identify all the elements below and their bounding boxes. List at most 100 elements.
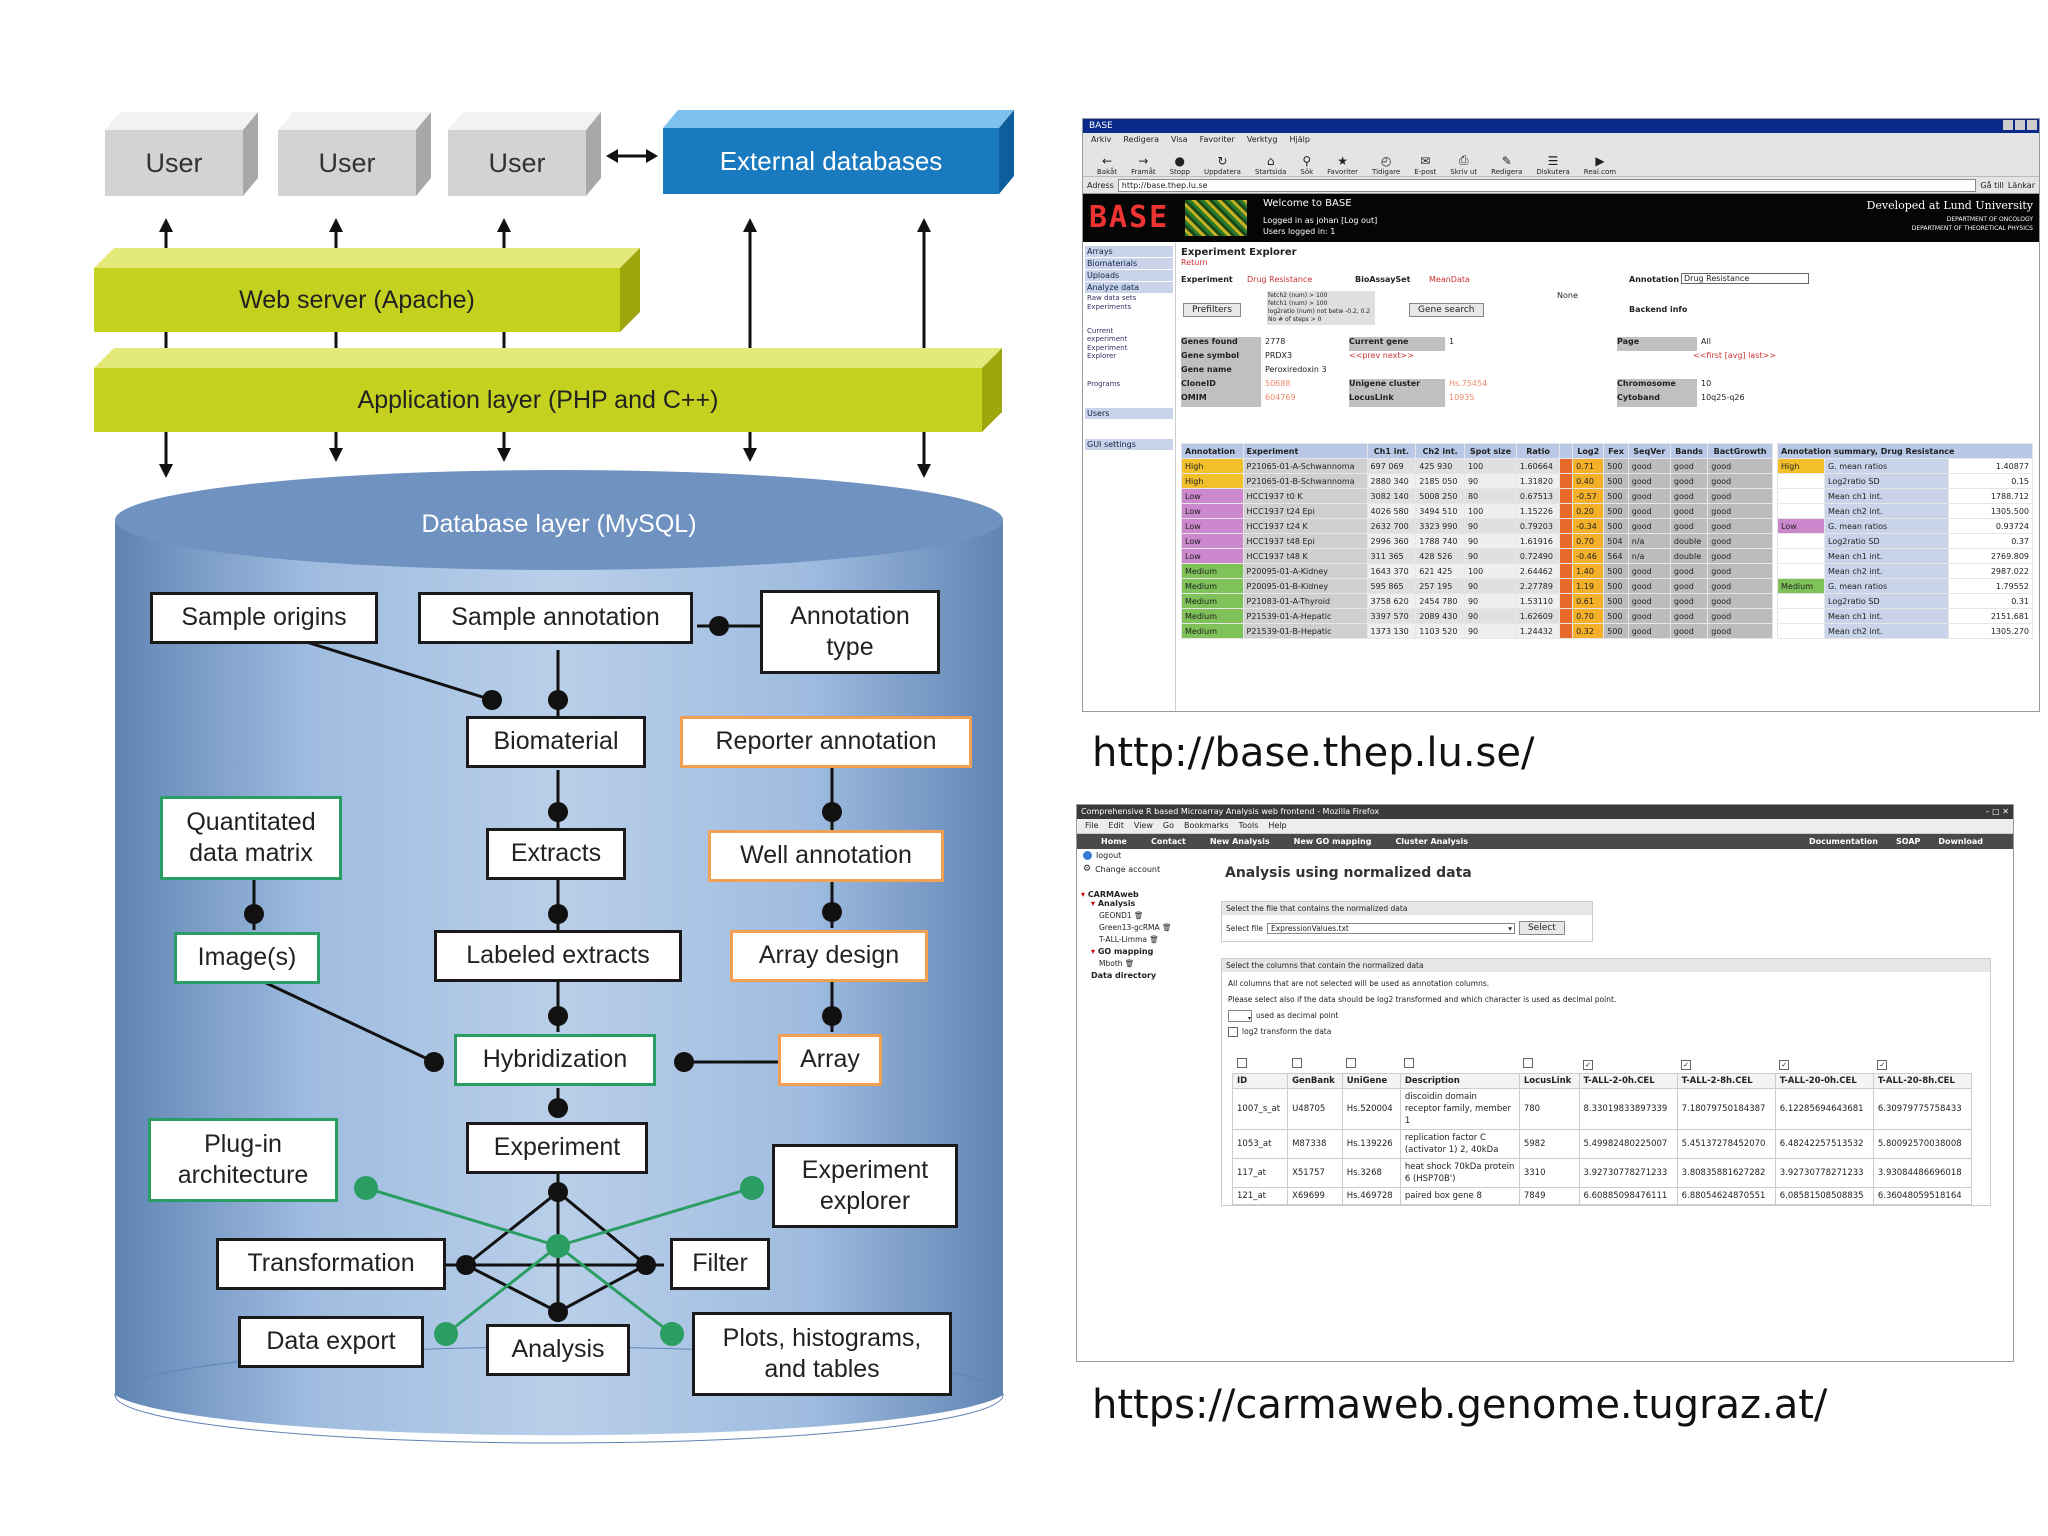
toolbar-search[interactable]: ⚲Sök (1300, 154, 1314, 176)
nav-download[interactable]: Download (1938, 837, 1983, 846)
toolbar-stop[interactable]: ●Stopp (1169, 154, 1190, 176)
decimal-select[interactable]: ▾ (1228, 1010, 1252, 1022)
base-url-caption[interactable]: http://base.thep.lu.se/ (1092, 730, 1535, 776)
column-checkbox[interactable]: ✓ (1681, 1059, 1692, 1070)
table-cell: 7849 (1518, 1187, 1580, 1205)
connector-lines (252, 624, 834, 1322)
select-button[interactable]: Select (1518, 921, 1565, 935)
sidebar-item-arrays[interactable]: Arrays (1085, 246, 1173, 257)
toolbar-edit[interactable]: ✎Redigera (1491, 154, 1523, 176)
nav-new-analysis[interactable]: New Analysis (1209, 837, 1270, 846)
column-checkbox[interactable]: ✓ (1583, 1059, 1593, 1070)
tree-item-mboth[interactable]: Mboth 🗑 (1099, 959, 1135, 968)
menu-item[interactable]: Bookmarks (1183, 821, 1229, 830)
table-cell: Medium (1181, 608, 1244, 624)
nav-new-go-mapping[interactable]: New GO mapping (1293, 837, 1372, 846)
menu-item[interactable]: Edit (1108, 821, 1124, 830)
info-text-1: All columns that are not selected will b… (1228, 979, 1490, 988)
tree-analysis[interactable]: ▾ Analysis (1091, 899, 1136, 908)
sidebar-item-raw-data-sets[interactable]: Raw data sets (1087, 294, 1137, 302)
menu-item[interactable]: View (1133, 821, 1153, 830)
column-checkbox[interactable] (1404, 1058, 1415, 1068)
nav-documentation[interactable]: Documentation (1808, 837, 1878, 846)
bioassay-value[interactable]: MeanData (1429, 275, 1470, 284)
toolbar-favorites[interactable]: ★Favoriter (1327, 154, 1359, 176)
nav-home[interactable]: Home (1101, 837, 1127, 846)
tree-carmaweb[interactable]: ▾ CARMAweb (1081, 890, 1139, 899)
tree-item-green13[interactable]: Green13-gcRMA 🗑 (1099, 923, 1172, 932)
menu-item[interactable]: File (1085, 821, 1099, 830)
column-checkbox[interactable] (1236, 1058, 1247, 1068)
close-icon[interactable] (2027, 120, 2037, 130)
menu-item[interactable]: Favoriter (1199, 135, 1235, 144)
first-last-link[interactable]: <<first [avg] last>> (1693, 351, 1776, 360)
column-checkbox[interactable] (1346, 1058, 1357, 1068)
menu-item[interactable]: Redigera (1123, 135, 1159, 144)
table-cell: 1788 740 (1415, 533, 1465, 549)
go-button[interactable]: Gå till (1980, 180, 2004, 190)
menu-item[interactable]: Verktyg (1246, 135, 1278, 144)
decimal-row: ▾used as decimal point (1228, 1008, 1984, 1024)
column-checkbox[interactable]: ✓ (1877, 1059, 1888, 1070)
ratio-bar (1559, 623, 1574, 639)
tree-item-geond1[interactable]: GEOND1 🗑 (1099, 911, 1144, 920)
minimize-icon[interactable] (2003, 120, 2013, 130)
prev-next-link[interactable]: <<prev next>> (1349, 351, 1414, 360)
column-checkbox[interactable] (1291, 1058, 1302, 1068)
sidebar-item-uploads[interactable]: Uploads (1085, 270, 1173, 281)
sidebar-item-biomaterials[interactable]: Biomaterials (1085, 258, 1173, 269)
nav-soap[interactable]: SOAP (1896, 837, 1921, 846)
toolbar-home[interactable]: ⌂Startsida (1254, 154, 1287, 176)
menu-item[interactable]: Go (1162, 821, 1174, 830)
annotation-select[interactable]: Drug Resistance (1681, 273, 1809, 284)
nav-contact[interactable]: Contact (1150, 837, 1186, 846)
sidebar-item-users[interactable]: Users (1085, 408, 1173, 419)
table-cell: 500 (1603, 608, 1629, 624)
address-input[interactable]: http://base.thep.lu.se (1117, 178, 1977, 192)
toolbar-forward[interactable]: →Framåt (1131, 154, 1156, 176)
table-cell: good (1669, 473, 1709, 489)
toolbar-refresh[interactable]: ↻Uppdatera (1203, 154, 1241, 176)
sidebar-item-programs[interactable]: Programs (1087, 380, 1121, 388)
nav-cluster-analysis[interactable]: Cluster Analysis (1395, 837, 1468, 846)
table-cell: 1.19 (1572, 578, 1605, 594)
tree-item-tall-limma[interactable]: T-ALL-Limma 🗑 (1099, 935, 1159, 944)
gene-search-button[interactable]: Gene search (1409, 303, 1484, 317)
sidebar-item-experiment-explorer[interactable]: Experiment Explorer (1087, 344, 1128, 360)
tree-data-directory[interactable]: Data directory (1091, 971, 1157, 980)
links-button[interactable]: Länkar (2007, 180, 2035, 190)
tree-go-mapping[interactable]: ▾ GO mapping (1091, 947, 1154, 956)
menu-item[interactable]: Tools (1238, 821, 1259, 830)
menu-item[interactable]: Hjälp (1289, 135, 1310, 144)
maximize-icon[interactable] (2015, 120, 2025, 130)
table-cell: High (1181, 458, 1244, 474)
sidebar-item-gui-settings[interactable]: GUI settings (1085, 439, 1173, 450)
logout-link[interactable]: logout (1077, 849, 1207, 862)
toolbar-print[interactable]: ⎙Skriv ut (1450, 153, 1478, 176)
ratio-bar (1559, 503, 1574, 519)
toolbar-back[interactable]: ←Bakåt (1097, 154, 1118, 176)
sidebar-item-current-experiment[interactable]: Current experiment (1087, 327, 1128, 343)
user-external-arrow (606, 149, 658, 163)
menu-item[interactable]: Arkiv (1091, 135, 1112, 144)
sidebar-item-analyze-data[interactable]: Analyze data (1085, 282, 1173, 293)
change-account-link[interactable]: ⚙Change account (1083, 864, 1161, 874)
none-label: None (1557, 291, 1578, 300)
column-checkbox[interactable] (1523, 1058, 1534, 1068)
experiment-value[interactable]: Drug Resistance (1247, 275, 1313, 284)
column-checkbox[interactable]: ✓ (1779, 1059, 1790, 1070)
toolbar-mail[interactable]: ✉E-post (1414, 154, 1437, 176)
log2-checkbox[interactable] (1228, 1027, 1238, 1037)
menu-item[interactable]: Help (1268, 821, 1287, 830)
toolbar-history[interactable]: ◴Tidigare (1372, 154, 1401, 176)
window-controls-icon[interactable]: – □ ✕ (1985, 807, 2009, 816)
carma-url-caption[interactable]: https://carmaweb.genome.tugraz.at/ (1092, 1382, 1828, 1428)
sidebar-item-experiments[interactable]: Experiments (1087, 303, 1132, 311)
prefilters-button[interactable]: Prefilters (1183, 303, 1241, 317)
toolbar-discuss[interactable]: ☰Diskutera (1536, 154, 1570, 176)
file-select[interactable]: ExpressionValues.txt▾ (1266, 922, 1515, 934)
menu-item[interactable]: Visa (1170, 135, 1188, 144)
return-link[interactable]: Return (1181, 258, 1208, 267)
toolbar-real[interactable]: ▶Real.com (1583, 154, 1617, 176)
